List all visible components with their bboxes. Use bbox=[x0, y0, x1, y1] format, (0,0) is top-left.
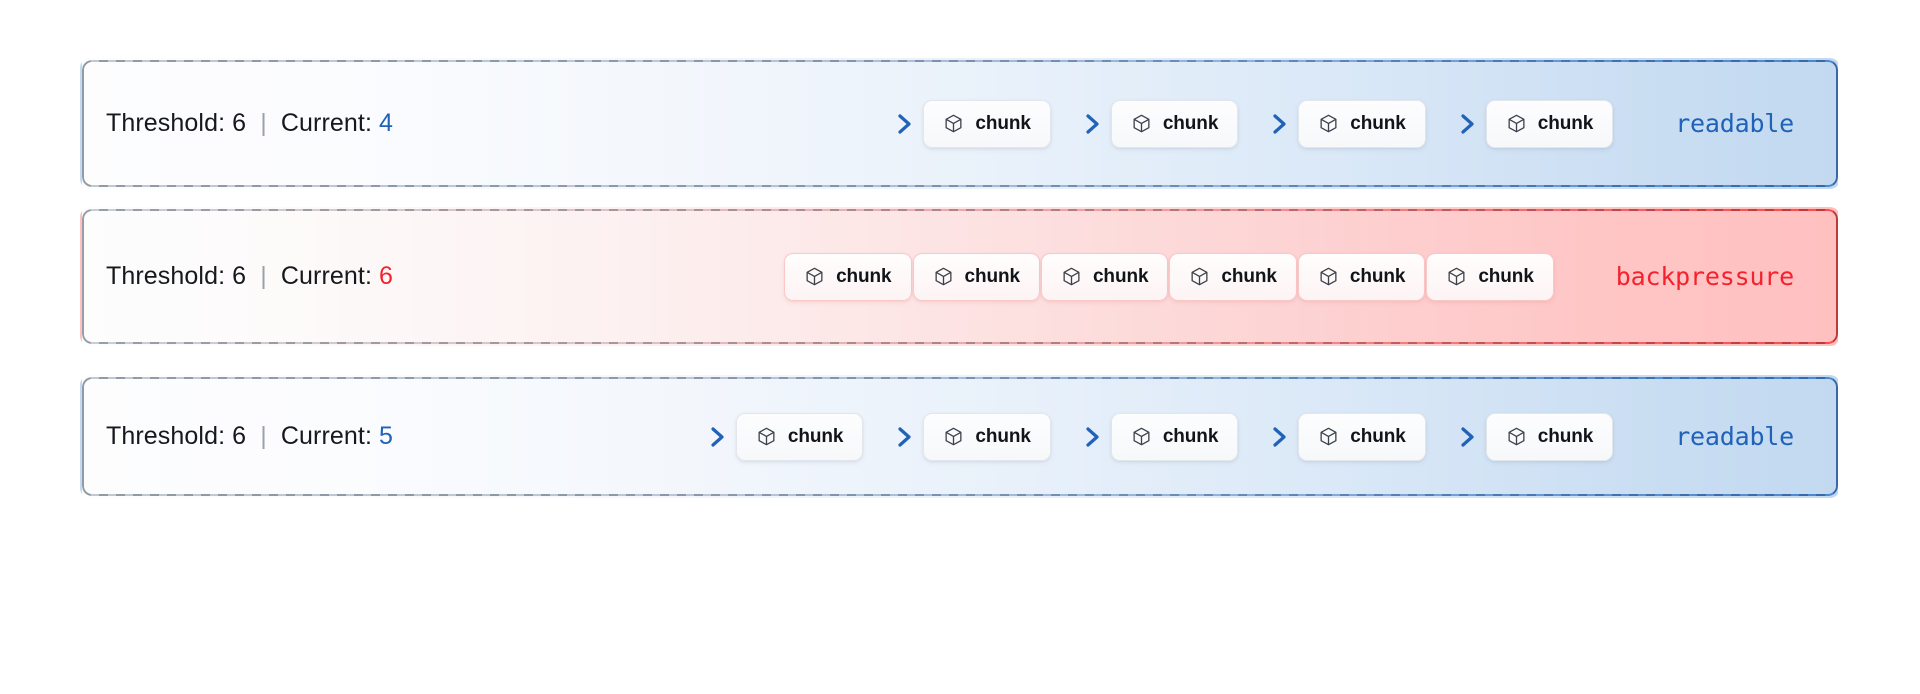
status-separator-row-2: | bbox=[260, 262, 267, 290]
state-badge-row-3: readable bbox=[1675, 422, 1794, 451]
cube-icon bbox=[756, 426, 777, 447]
flow-arrow-icon bbox=[1431, 424, 1480, 450]
chunk-item[interactable]: chunk bbox=[1040, 252, 1169, 301]
chunk-item[interactable]: chunk bbox=[1110, 412, 1239, 461]
chunk-item[interactable]: chunk bbox=[1485, 99, 1614, 148]
cube-icon bbox=[804, 266, 825, 287]
threshold-value-row-1: 6 bbox=[232, 109, 247, 137]
chunk-label: chunk bbox=[1349, 265, 1406, 287]
chunk-track-row-1: chunk chunk chunk bbox=[393, 99, 1614, 148]
stream-lane-row-3: Threshold: 6 | Current: 5 chunk chunk bbox=[80, 375, 1840, 498]
chunk-item[interactable]: chunk bbox=[1110, 99, 1239, 148]
stream-lane-row-1: Threshold: 6 | Current: 4 chunk chunk bbox=[80, 58, 1840, 189]
threshold-prefix-row-1: Threshold: bbox=[106, 109, 226, 137]
cube-icon bbox=[1506, 426, 1527, 447]
chunk-item[interactable]: chunk bbox=[1169, 252, 1297, 301]
chunk-item[interactable]: chunk bbox=[923, 412, 1051, 461]
chunk-label: chunk bbox=[1478, 265, 1534, 287]
chunk-item[interactable]: chunk bbox=[923, 99, 1051, 148]
chunk-label: chunk bbox=[1162, 112, 1219, 134]
chunk-item[interactable]: chunk bbox=[784, 252, 912, 301]
chunk-item[interactable]: chunk bbox=[1297, 252, 1426, 301]
flow-arrow-icon bbox=[1056, 424, 1105, 450]
threshold-value-row-2: 6 bbox=[232, 262, 247, 290]
cube-icon bbox=[1318, 266, 1339, 287]
chunk-label: chunk bbox=[1221, 265, 1277, 287]
chunk-label: chunk bbox=[787, 425, 844, 447]
status-label-row-2: Threshold: 6 | Current: 6 bbox=[106, 262, 393, 291]
current-prefix-row-1: Current: bbox=[280, 109, 372, 137]
chunk-label: chunk bbox=[836, 265, 892, 287]
cube-icon bbox=[933, 266, 954, 287]
current-prefix-row-3: Current: bbox=[280, 422, 372, 450]
cube-icon bbox=[1131, 113, 1152, 134]
cube-icon bbox=[1446, 266, 1467, 287]
chunk-item[interactable]: chunk bbox=[735, 412, 864, 461]
chunk-item[interactable]: chunk bbox=[1298, 99, 1426, 148]
flow-arrow-icon bbox=[1244, 111, 1292, 137]
cube-icon bbox=[1318, 426, 1339, 447]
stream-lane-row-2: Threshold: 6 | Current: 6 chunk chunk ch… bbox=[80, 207, 1840, 346]
flow-arrow-icon bbox=[1244, 424, 1292, 450]
flow-arrow-icon bbox=[1431, 111, 1480, 137]
cube-icon bbox=[1061, 266, 1082, 287]
state-badge-row-1: readable bbox=[1675, 109, 1794, 138]
chunk-item[interactable]: chunk bbox=[1485, 412, 1614, 461]
status-label-row-3: Threshold: 6 | Current: 5 bbox=[106, 422, 393, 451]
flow-arrow-icon bbox=[869, 111, 917, 137]
current-value-row-2: 6 bbox=[379, 262, 394, 290]
status-separator-row-3: | bbox=[260, 422, 267, 450]
current-value-row-3: 5 bbox=[379, 422, 394, 450]
flow-arrow-icon bbox=[1056, 111, 1105, 137]
cube-icon bbox=[943, 113, 964, 134]
threshold-prefix-row-2: Threshold: bbox=[106, 262, 226, 290]
chunk-item[interactable]: chunk bbox=[912, 252, 1040, 301]
cube-icon bbox=[943, 426, 964, 447]
chunk-label: chunk bbox=[1092, 265, 1149, 287]
state-badge-row-2: backpressure bbox=[1615, 262, 1794, 291]
chunk-track-row-2: chunk chunk chunk chunk chunk chunk bbox=[393, 252, 1554, 301]
chunk-track-row-3: chunk chunk chunk bbox=[393, 412, 1614, 461]
cube-icon bbox=[1318, 113, 1339, 134]
flow-arrow-icon bbox=[681, 424, 730, 450]
chunk-label: chunk bbox=[1162, 425, 1219, 447]
cube-icon bbox=[1131, 426, 1152, 447]
chunk-label: chunk bbox=[964, 265, 1021, 287]
current-value-row-1: 4 bbox=[379, 109, 394, 137]
threshold-value-row-3: 6 bbox=[232, 422, 247, 450]
cube-icon bbox=[1506, 113, 1527, 134]
chunk-label: chunk bbox=[1350, 425, 1406, 447]
chunk-label: chunk bbox=[1350, 112, 1406, 134]
flow-arrow-icon bbox=[869, 424, 917, 450]
current-prefix-row-2: Current: bbox=[280, 262, 372, 290]
chunk-label: chunk bbox=[1537, 425, 1594, 447]
status-separator-row-1: | bbox=[260, 109, 267, 137]
chunk-label: chunk bbox=[975, 112, 1031, 134]
cube-icon bbox=[1189, 266, 1210, 287]
status-label-row-1: Threshold: 6 | Current: 4 bbox=[106, 109, 393, 138]
chunk-label: chunk bbox=[975, 425, 1031, 447]
threshold-prefix-row-3: Threshold: bbox=[106, 422, 226, 450]
chunk-item[interactable]: chunk bbox=[1426, 252, 1554, 301]
chunk-item[interactable]: chunk bbox=[1298, 412, 1426, 461]
chunk-label: chunk bbox=[1537, 112, 1594, 134]
